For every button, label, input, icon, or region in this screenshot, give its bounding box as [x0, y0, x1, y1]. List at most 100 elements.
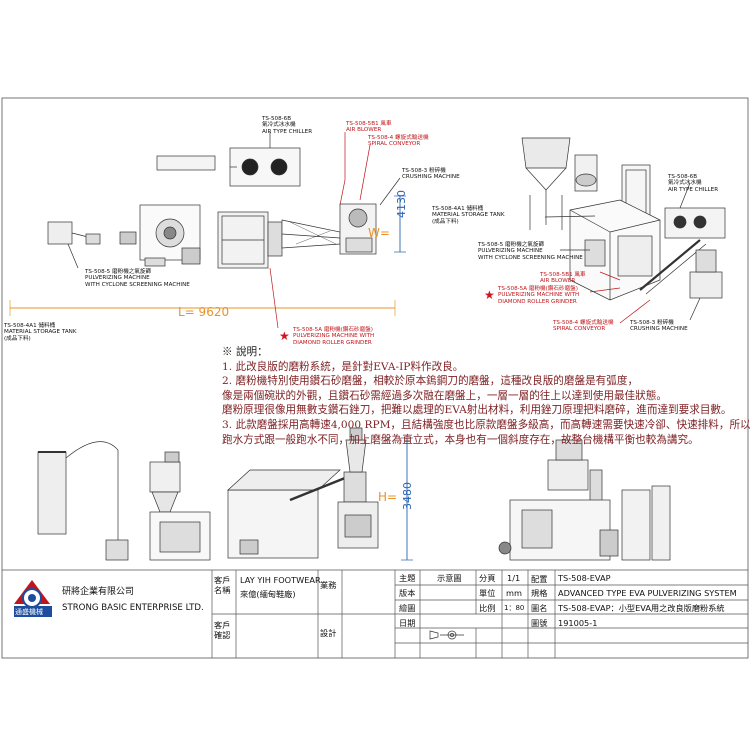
label-code: TS-508-4A1 儲料桶 — [4, 323, 56, 329]
label-en: CRUSHING MACHINE — [402, 174, 460, 181]
dimension-4130: 4130 — [395, 190, 408, 218]
label-code: TS-508-5B1 風車 — [540, 272, 586, 278]
customer-value-zh: 來億(緬甸鞋廠) — [240, 589, 296, 599]
label-code: TS-508-4 螺旋式輸送機 — [553, 320, 614, 326]
plan-chiller — [229, 147, 301, 187]
note-line: 跑水方式跟一般跑水不同，加上磨盤為直立式，本身也有一個斜度存在，故整台機構平衡也… — [222, 433, 699, 446]
iso-grinder-label: TS-508-5A 磨粉機(鑽石砂磨盤) PULVERIZING MACHINE… — [498, 286, 579, 305]
side-elevation-left — [37, 441, 211, 561]
label-en: WITH CYCLONE SCREENING MACHINE — [85, 281, 190, 288]
customer-label: 客戶 名稱 — [214, 575, 231, 595]
name-value: TS-508-EVAP：小型EVA用之改良版磨粉系統 — [558, 603, 725, 613]
label-en: DIAMOND ROLLER GRINDER — [293, 339, 372, 346]
label-note: (成品下料) — [4, 335, 31, 342]
unit-value: mm — [506, 588, 522, 598]
plan-blower-label: TS-508-5B1 風車 AIR BLOWER — [346, 121, 392, 134]
version-label: 版本 — [399, 588, 416, 598]
note-line: 2. 磨粉機特別使用鑽石砂磨盤，相較於原本鎢鋼刀的磨盤，這種改良版的磨盤是有弧度… — [222, 375, 639, 388]
note-line: 1. 此改良版的磨粉系統，是針對EVA-IP料作改良。 — [222, 360, 464, 373]
iso-grinder-star-icon: ★ — [484, 288, 495, 302]
label-code: TS-508-3 粉碎機 — [402, 168, 446, 174]
confirm-label: 客戶 確認 — [214, 620, 231, 640]
note-line: 3. 此款磨盤採用高轉速4,000 RPM，且結構強度也比原款磨盤多級高，而高轉… — [222, 418, 750, 431]
label-en: AIR TYPE CHILLER — [262, 128, 313, 135]
label-code: TS-508-4 螺旋式輸送機 — [368, 135, 429, 141]
dimension-width: W= — [368, 226, 390, 240]
dimension-length: L= 9620 — [178, 305, 230, 319]
ratio-label: 比例 — [479, 603, 496, 613]
drawno-value: 191005-1 — [558, 618, 598, 628]
date-label: 日期 — [399, 618, 416, 628]
side-elevation-right — [498, 439, 671, 561]
label-code: TS-508-5 磨粉機之氣旋篩 — [85, 269, 152, 275]
iso-conveyor-label: TS-508-4 螺旋式輸送機 SPIRAL CONVEYOR — [553, 320, 614, 333]
ratio-value: 1：80 — [504, 604, 525, 612]
label-zh: 氣冷式冰水機 — [262, 122, 296, 129]
plan-grinder-label: TS-508-5A 磨粉機(鑽石砂磨盤) PULVERIZING MACHINE… — [293, 327, 374, 346]
notes-title: ※ 說明： — [222, 346, 268, 358]
plan-chiller-small-unit — [156, 155, 216, 171]
label-en: SPIRAL CONVEYOR — [553, 326, 606, 333]
label-code: TS-508-4A1 儲料桶 — [432, 206, 484, 212]
label-en: AIR BLOWER — [540, 278, 576, 285]
label-en: PULVERIZING MACHINE WITH — [293, 333, 375, 340]
label-note: (成品下料) — [432, 218, 459, 225]
plan-view — [9, 132, 406, 329]
design-label: 設計 — [320, 628, 337, 638]
iso-chiller-label: TS-508-6B 氣冷式冰水機 AIR TYPE CHILLER — [668, 174, 718, 193]
company-logo — [14, 580, 52, 617]
label-zh: 氣冷式冰水機 — [668, 180, 702, 187]
plan-chiller-label: TS-508-6B 氣冷式冰水機 AIR TYPE CHILLER — [262, 116, 312, 135]
iso-view — [521, 137, 726, 324]
iso-blower-label: TS-508-5B1 風車 AIR BLOWER — [540, 272, 586, 285]
sales-label: 業務 — [320, 580, 337, 590]
note-line: 磨粉原理很像用無數支鑽石銼刀，把難以處理的EVA射出材料，利用銼刀原理把料磨碎，… — [222, 404, 732, 417]
label-en: CRUSHING MACHINE — [630, 326, 688, 333]
plan-conveyor-label: TS-508-4 螺旋式輸送機 SPIRAL CONVEYOR — [368, 135, 429, 148]
name-label: 圖名 — [531, 603, 548, 613]
sheet-border — [1, 97, 749, 659]
plan-storage-label: TS-508-4A1 儲料桶 MATERIAL STORAGE TANK (成品… — [4, 323, 77, 342]
drawing-label: 繪圖 — [399, 603, 416, 613]
label-code: TS-508-3 粉碎機 — [630, 320, 674, 326]
subject-value: 示意圖 — [437, 573, 462, 583]
side-elevation-middle — [227, 427, 413, 561]
logo-text: 通盛機械 — [15, 608, 43, 616]
label-en: PULVERIZING MACHINE — [478, 248, 543, 255]
plan-crusher-label: TS-508-3 粉碎機 CRUSHING MACHINE — [402, 168, 460, 181]
label-code: TS-508-5 磨粉機之氣旋篩 — [478, 242, 545, 248]
plan-grinder-star-icon: ★ — [279, 329, 290, 343]
company-name-en: STRONG BASIC ENTERPRISE LTD. — [62, 603, 204, 613]
dimension-height: H= — [378, 490, 398, 504]
iso-crusher-label: TS-508-3 粉碎機 CRUSHING MACHINE — [630, 320, 688, 333]
notes-block: ※ 說明： 1. 此改良版的磨粉系統，是針對EVA-IP料作改良。 2. 磨粉機… — [222, 345, 750, 447]
company-name-zh: 研將企業有限公司 — [62, 587, 135, 597]
page-value: 1/1 — [507, 573, 521, 583]
note-line: 像是兩個碗狀的外觀，且鑽石砂需經過多次融在磨盤上，一層一層的往上以達到使用最佳狀… — [222, 389, 667, 402]
dimension-3480: 3480 — [401, 482, 414, 510]
label-code: TS-508-5A 磨粉機(鑽石砂磨盤) — [293, 327, 373, 333]
config-value: TS-508-EVAP — [558, 573, 611, 583]
label-code: TS-508-5B1 風車 — [346, 121, 392, 127]
unit-label: 單位 — [479, 588, 496, 598]
label-en: DIAMOND ROLLER GRINDER — [498, 298, 577, 305]
label-en: AIR BLOWER — [346, 127, 382, 134]
label-en: MATERIAL STORAGE TANK — [432, 212, 505, 219]
label-code: TS-508-6B — [668, 174, 698, 180]
config-desc: ADVANCED TYPE EVA PULVERIZING SYSTEM — [558, 588, 737, 598]
page-label: 分頁 — [479, 573, 496, 583]
label-en: WITH CYCLONE SCREENING MACHINE — [478, 254, 583, 261]
drawno-label: 圖號 — [531, 618, 548, 628]
label-en: SPIRAL CONVEYOR — [368, 141, 421, 148]
subject-label: 主題 — [399, 573, 416, 583]
label-en: PULVERIZING MACHINE — [85, 275, 150, 282]
iso-storage-label: TS-508-4A1 儲料桶 MATERIAL STORAGE TANK (成品… — [432, 206, 505, 225]
config-label: 配置 規格 — [531, 574, 548, 598]
iso-pulverizing-label: TS-508-5 磨粉機之氣旋篩 PULVERIZING MACHINE WIT… — [478, 242, 583, 261]
label-en: MATERIAL STORAGE TANK — [4, 329, 77, 336]
label-code: TS-508-6B — [262, 116, 292, 122]
customer-value-en: LAY YIH FOOTWEAR — [240, 575, 321, 585]
title-block-grid — [2, 569, 748, 658]
plan-pulverizing-label: TS-508-5 磨粉機之氣旋篩 PULVERIZING MACHINE WIT… — [85, 269, 190, 288]
